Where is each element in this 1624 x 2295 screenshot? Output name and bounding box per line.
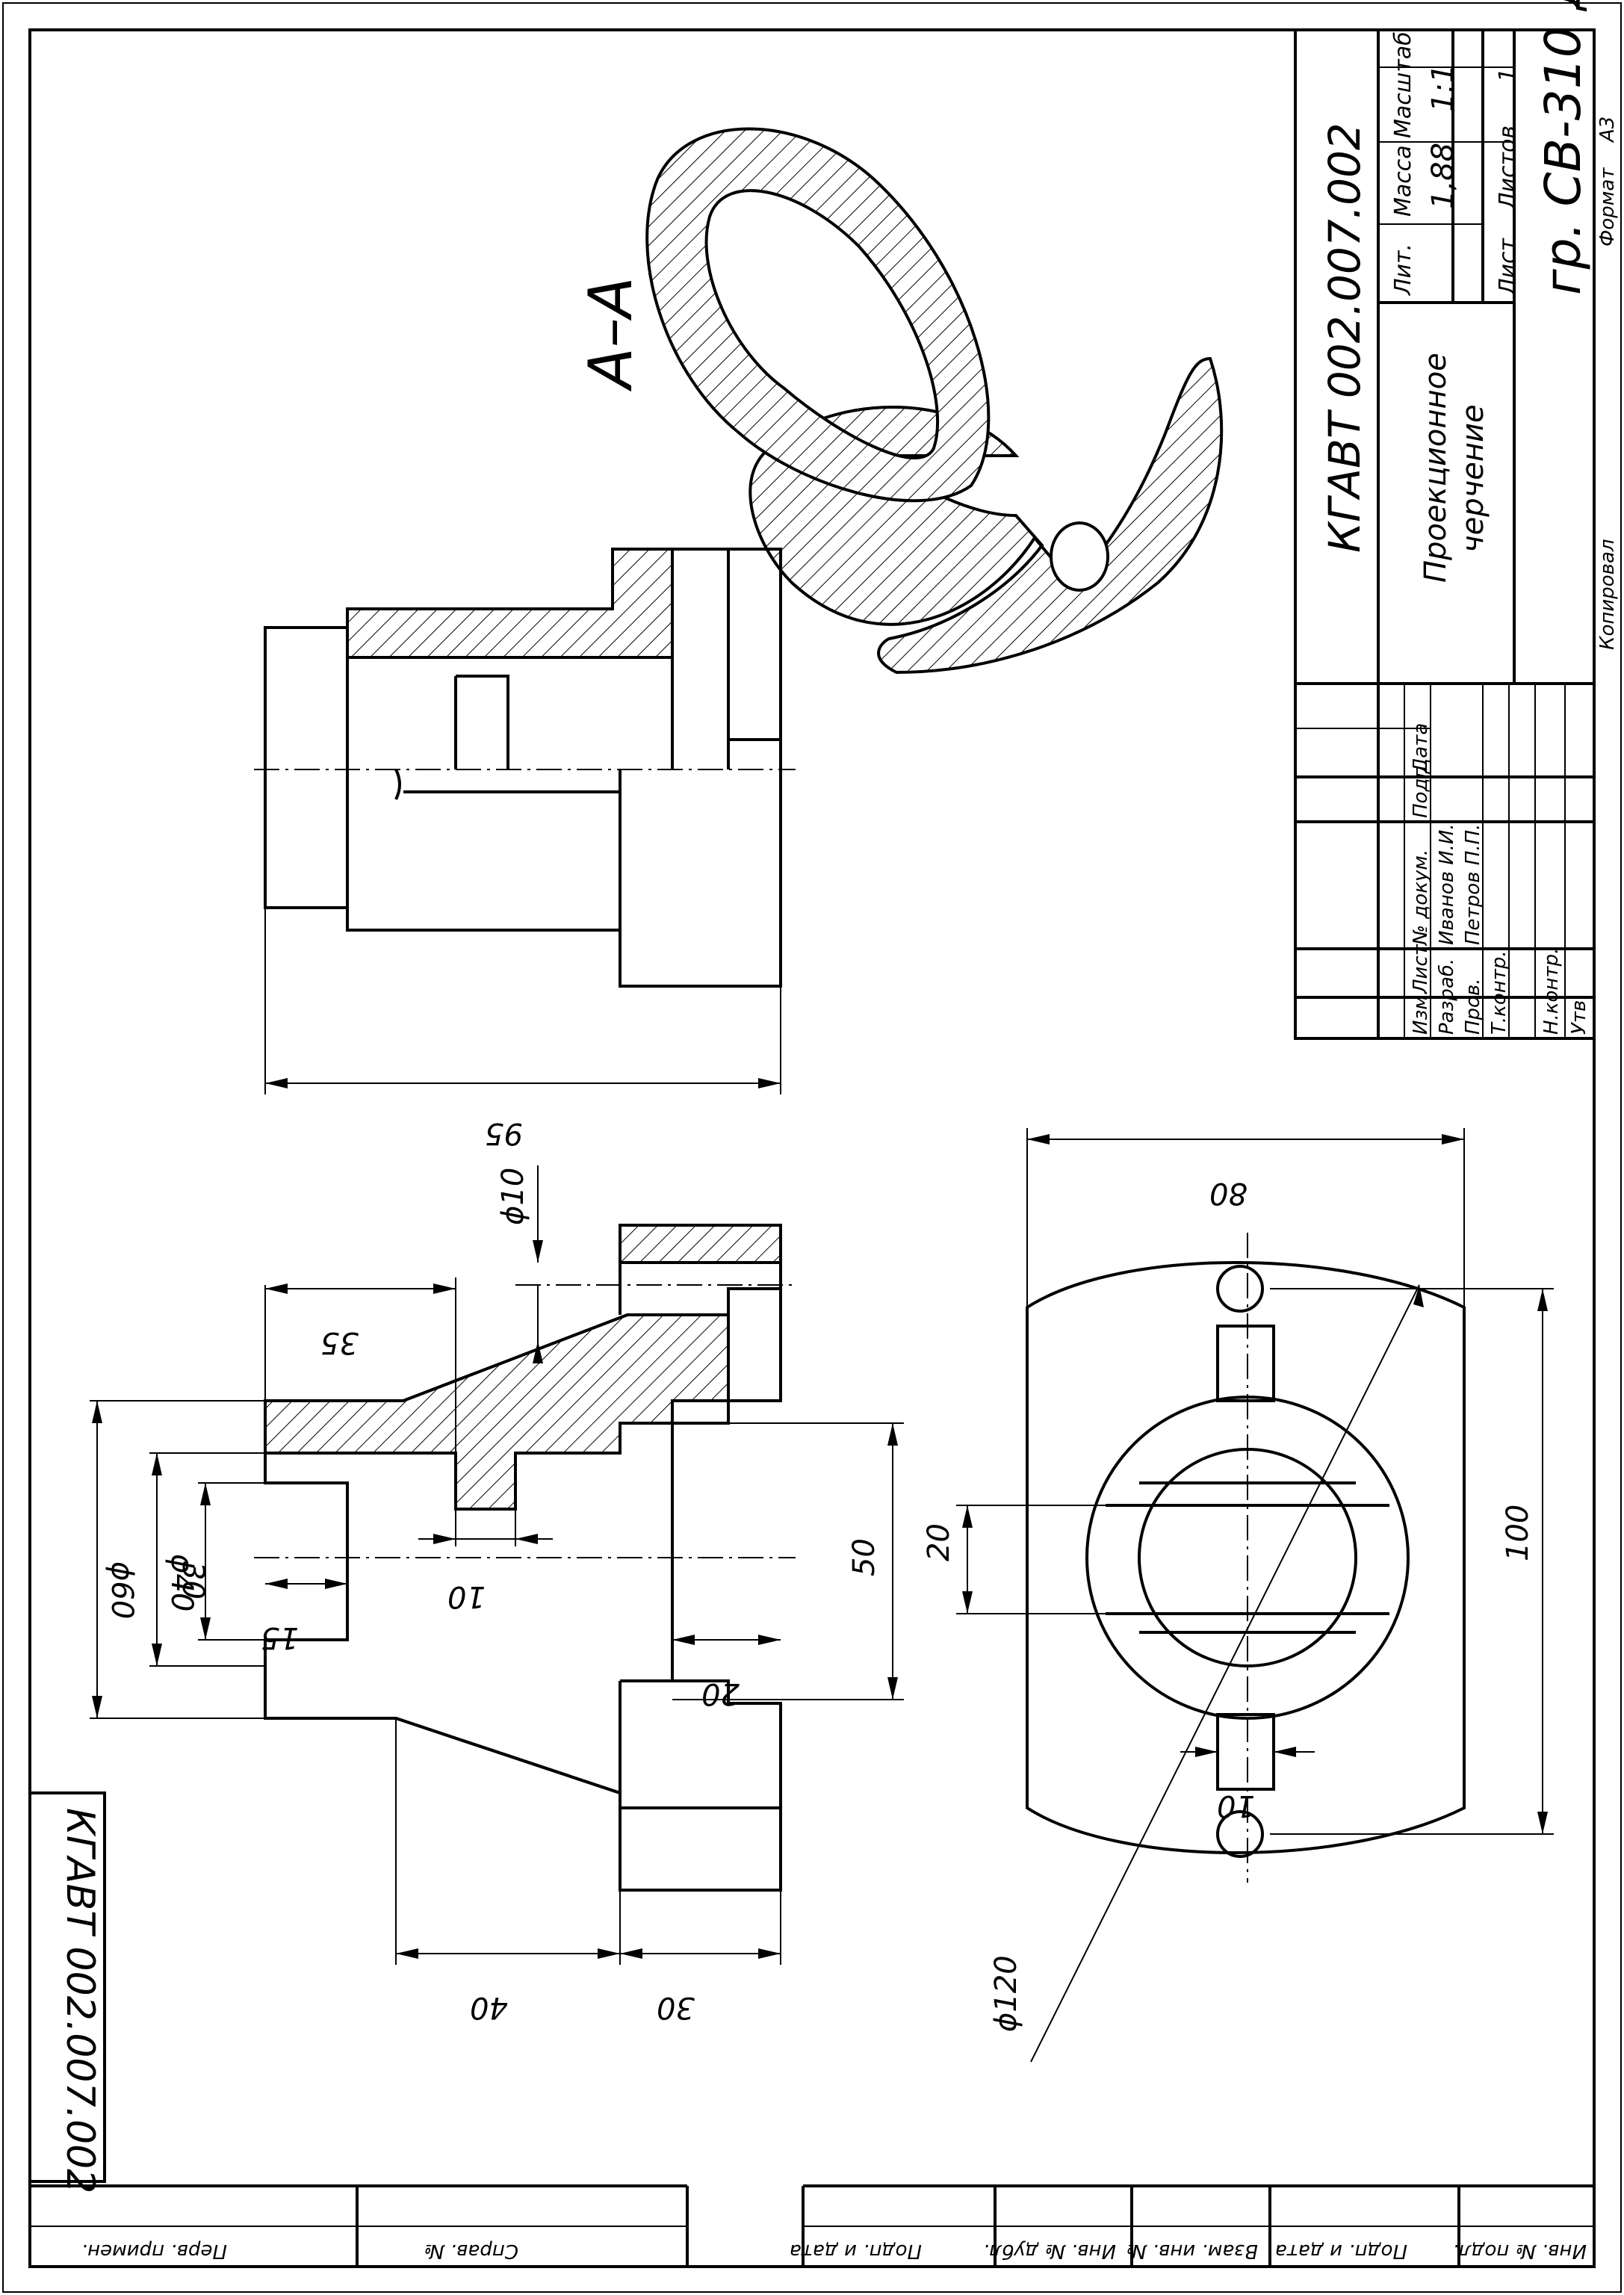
dim-phi40: ϕ40 [164,1554,199,1611]
mass-value: 1,88 [1426,143,1460,209]
name-prov: Петров П.П. [1462,824,1484,945]
side-hole-bottom [1216,1810,1264,1858]
dim-100: 100 [1501,1505,1535,1561]
col-doc: № докум. [1410,849,1432,947]
side-slot-top [1216,1325,1275,1402]
title-line-1: Проекционное [1419,353,1453,583]
row-prov: Пров. [1462,978,1484,1035]
title-line-2: черчение [1456,404,1490,553]
col-list: Лист [1410,944,1432,994]
dim-20b: 20 [922,1523,956,1561]
section-a-a: A–A [576,127,1224,675]
format-value: А3 [1596,117,1619,143]
col-date: Дата [1410,723,1432,774]
section-ring [645,127,991,503]
sheets-value: 1 [1495,68,1521,82]
label-sprav: Справ. № [424,2240,518,2262]
dim-20: 20 [701,1676,740,1711]
dim-95: 95 [485,1116,523,1150]
dim-phi60: ϕ60 [105,1561,139,1619]
stamp-text: КГАВТ 002.007.002 [58,1808,102,2193]
dim-50: 50 [847,1538,881,1576]
dim-35: 35 [320,1325,359,1360]
dim-80: 80 [1209,1176,1248,1210]
dim-10b: 10 [1217,1788,1255,1823]
label-lit: Лит. [1390,244,1416,296]
dim-30: 30 [176,1561,210,1599]
label-vzam-inv: Взам. инв. № [1126,2240,1258,2262]
top-view-hatch [346,548,674,659]
label-perv-primen: Перв. примен. [81,2240,227,2262]
label-inv-dubl: Инв. № дубл. [983,2240,1116,2262]
label-format: Формат [1596,167,1619,247]
row-razrab: Разраб. [1436,958,1458,1035]
drawing-frame [28,28,1596,2268]
label-podp-data-2: Подп. и дата [1275,2240,1407,2262]
dim-phi120: ϕ120 [989,1955,1023,2032]
label-copied: Копировал [1596,539,1619,650]
col-sign: Подп. [1410,759,1432,818]
title-designation: КГАВТ 002.007.002 [1319,123,1370,553]
side-hole-top [1216,1265,1264,1313]
label-mass: Масса [1390,145,1416,217]
label-scale: Масштаб [1390,31,1416,138]
section-label: A–A [576,277,645,392]
dim-10: 10 [447,1579,486,1614]
side-view: ϕ120 80 20 100 10 [922,1128,1554,2063]
label-sheet: Лист [1495,237,1521,296]
label-inv-podl: Инв. № подл. [1453,2240,1587,2262]
front-hatch-top [619,1224,782,1264]
front-view: ϕ10 35 ϕ60 ϕ40 30 15 [90,1165,904,2025]
dim-phi10: ϕ10 [496,1168,530,1225]
dim-15: 15 [261,1620,299,1655]
section-hole [1050,521,1109,592]
side-slot-bottom [1216,1713,1275,1791]
designation-stamp: КГАВТ 002.007.002 [28,1791,106,2193]
title-block: КГАВТ 002.007.002 Проекционное черчение … [1294,0,1619,1040]
top-view: 95 [254,548,796,1150]
front-view-outline [264,1287,782,1892]
label-podp-data-1: Подп. и дата [790,2240,922,2262]
group-value: гр. СВ-310 д. [1534,0,1592,295]
front-hatch-body [264,1313,730,1511]
col-izm: Изм. [1410,989,1432,1035]
label-sheets: Листов [1495,126,1521,210]
bottom-strip: Перв. примен. Справ. № Подп. и дата Инв.… [30,2184,1594,2267]
scale-value: 1:1 [1426,64,1460,112]
dim-30b: 30 [657,1990,695,2025]
row-utv: Утв. [1568,994,1590,1035]
row-nkontr: Н.контр. [1540,948,1563,1035]
section-a-a-shape [749,356,1224,675]
name-razrab: Иванов И.И. [1436,823,1458,945]
side-view-outline [1026,1261,1466,1854]
dim-40: 40 [470,1990,508,2025]
row-tkontr: Т.контр. [1488,950,1510,1035]
